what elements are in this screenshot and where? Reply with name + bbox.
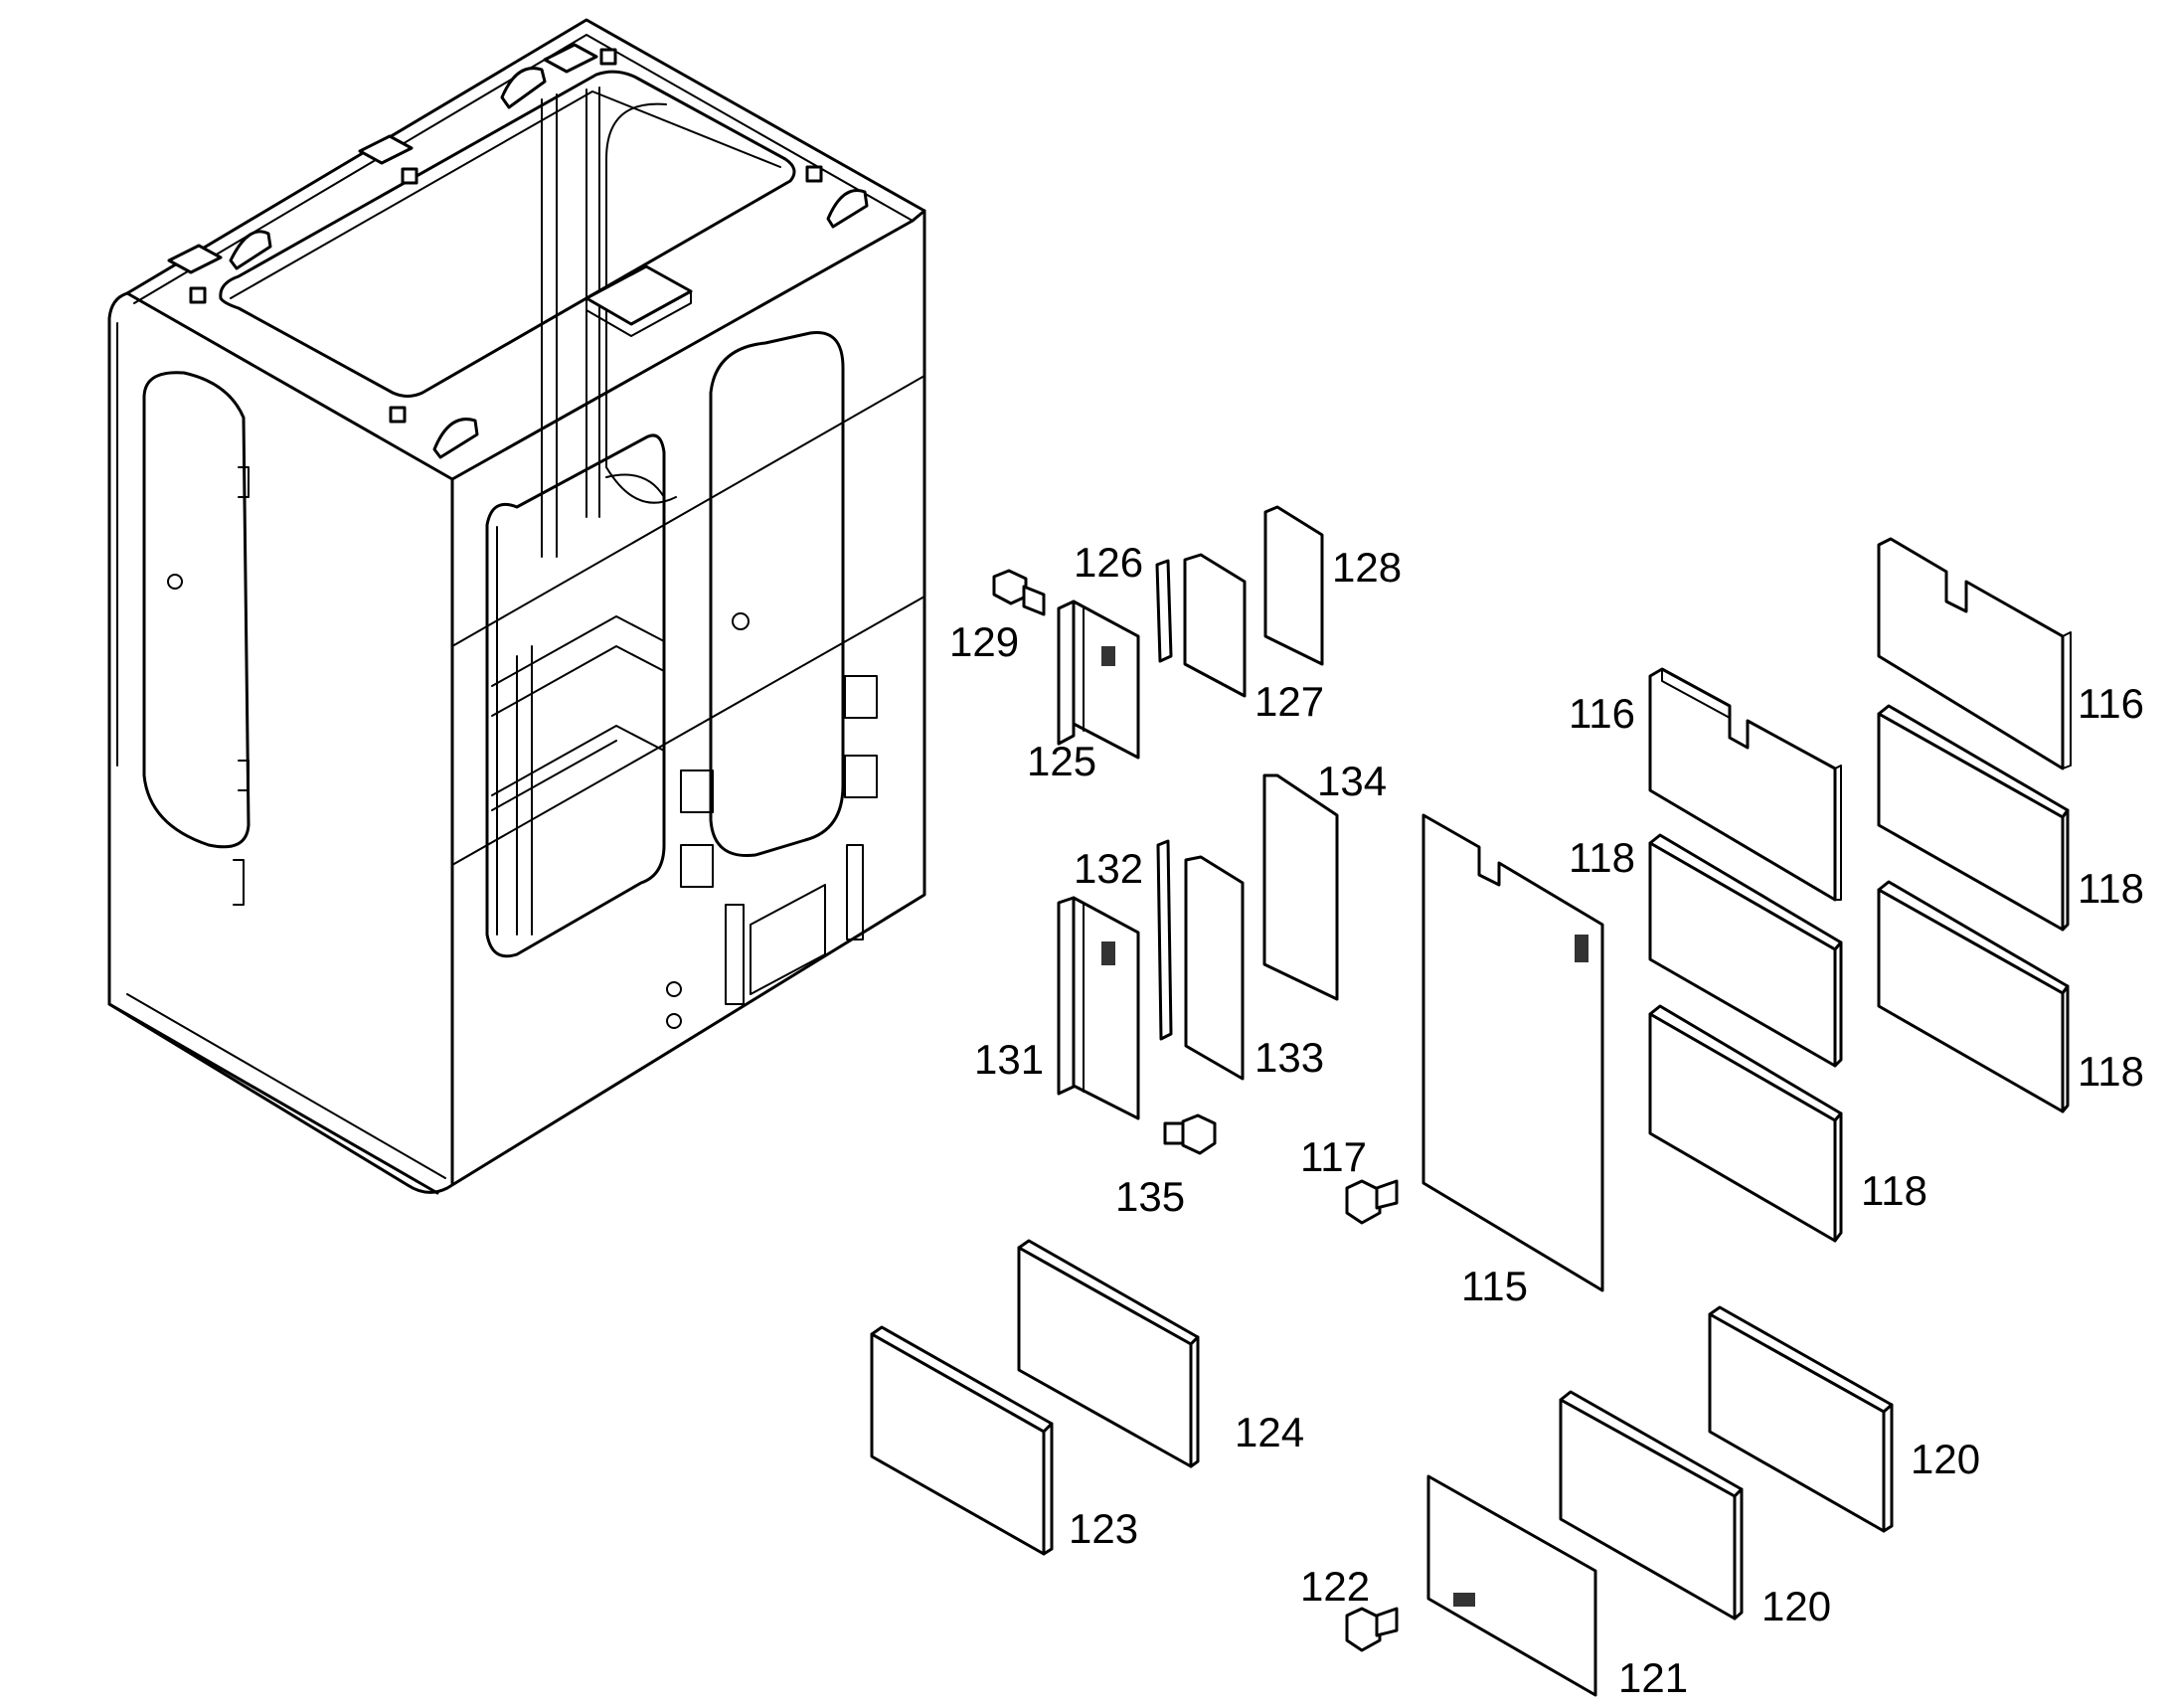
label-118-b: 118 [2078,865,2144,912]
label-120-right: 120 [1911,1436,1980,1482]
label-131: 131 [974,1036,1044,1083]
label-122: 122 [1300,1563,1370,1610]
label-125: 125 [1027,738,1096,784]
label-116-right: 116 [2078,680,2144,727]
label-127: 127 [1254,678,1324,725]
part-126-strip [1155,559,1173,663]
part-133-plate [1184,855,1245,1081]
part-121-sheet [1426,1474,1597,1697]
label-123: 123 [1069,1505,1138,1552]
part-116-right [1877,537,2072,770]
label-116-left: 116 [1569,690,1635,737]
part-132-strip [1156,839,1173,1041]
part-134-plate [1262,773,1339,1001]
part-129-bolt [992,569,1046,616]
part-120-left [1559,1390,1744,1621]
part-123-panel [870,1325,1054,1556]
label-121: 121 [1618,1654,1688,1701]
part-118-b [1648,1004,1843,1243]
part-118-d [1877,880,2070,1113]
label-134: 134 [1317,758,1387,804]
part-118-a [1648,833,1843,1068]
label-115: 115 [1461,1263,1528,1309]
part-115-sheet [1421,813,1604,1292]
part-117-bolt [1345,1179,1399,1225]
cabinet-frame [107,18,926,1195]
label-126: 126 [1074,539,1143,586]
label-120-left: 120 [1761,1583,1831,1629]
label-117: 117 [1300,1133,1367,1180]
part-125-panel [1057,599,1140,760]
part-128-plate [1263,505,1324,666]
part-124-panel [1017,1239,1200,1468]
part-135-bolt [1163,1113,1217,1155]
label-118-c: 118 [2078,1048,2144,1095]
label-124: 124 [1235,1409,1304,1455]
part-122-bolt [1345,1607,1399,1652]
label-135: 135 [1115,1173,1185,1220]
label-132: 132 [1074,845,1143,892]
part-127-plate [1183,553,1247,698]
part-116-left [1648,667,1842,902]
label-128: 128 [1332,544,1402,591]
label-118-d: 118 [1861,1167,1927,1214]
label-133: 133 [1254,1034,1324,1081]
label-118-a: 118 [1569,834,1635,881]
label-129: 129 [949,618,1019,665]
part-131-panel [1057,896,1140,1120]
part-120-right [1708,1305,1894,1533]
part-118-c [1877,704,2070,932]
